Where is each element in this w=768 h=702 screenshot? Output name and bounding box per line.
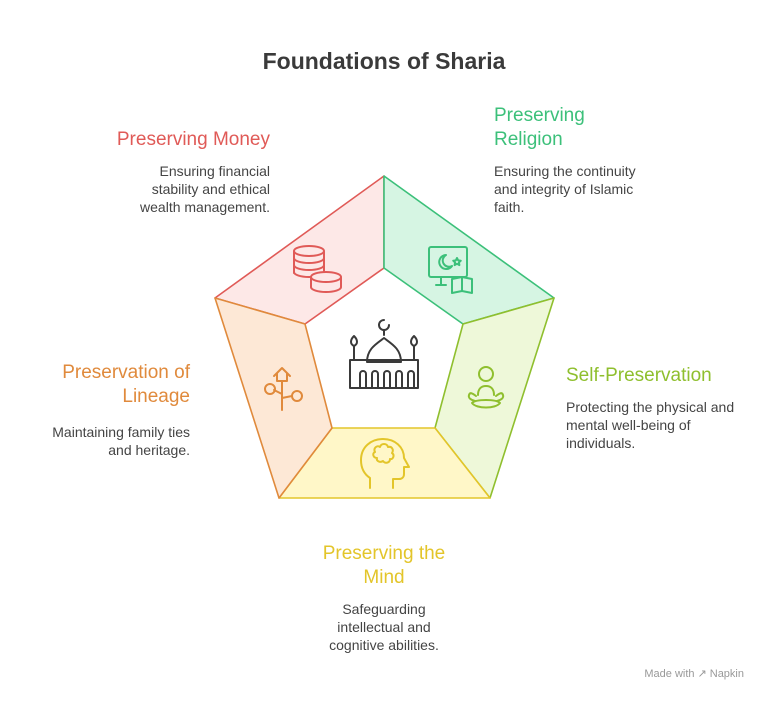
- napkin-logo-icon: ↗: [697, 668, 707, 680]
- segment-self-description: Protecting the physical and mental well-…: [566, 399, 735, 451]
- segment-religion-label: Preserving Religion Ensuring the continu…: [494, 104, 636, 216]
- meditating-person-icon: [467, 366, 505, 409]
- footer-credit[interactable]: Made with↗Napkin: [644, 667, 744, 680]
- segment-money-label: Preserving Money Ensuring financial stab…: [60, 128, 270, 216]
- mosque-icon: [349, 319, 419, 389]
- segment-religion-description: Ensuring the continuity and integrity of…: [494, 163, 636, 215]
- segment-money-description: Ensuring financial stability and ethical…: [140, 163, 270, 215]
- footer-made-with: Made with: [644, 668, 695, 680]
- crescent-book-icon: [428, 246, 473, 294]
- segment-mind-label: Preserving the Mind Safeguarding intelle…: [304, 542, 464, 654]
- family-tree-icon: [264, 367, 303, 411]
- segment-lineage-description: Maintaining family ties and heritage.: [52, 424, 190, 458]
- segment-money-heading: Preserving Money: [116, 129, 270, 150]
- footer-brand: Napkin: [709, 668, 744, 680]
- segment-lineage-heading: Preservation of Lineage: [62, 362, 190, 407]
- segment-self-label: Self-Preservation Protecting the physica…: [566, 364, 746, 452]
- segment-lineage: [214, 297, 333, 499]
- segment-religion-heading: Preserving Religion: [494, 105, 585, 150]
- segment-mind-heading: Preserving the Mind: [322, 543, 446, 588]
- diagram-title: Foundations of Sharia: [262, 48, 506, 74]
- segment-lineage-label: Preservation of Lineage Maintaining fami…: [30, 361, 190, 459]
- head-brain-icon: [360, 438, 410, 489]
- coins-icon: [293, 245, 342, 293]
- segment-mind-description: Safeguarding intellectual and cognitive …: [329, 601, 439, 653]
- segment-self-heading: Self-Preservation: [566, 365, 712, 386]
